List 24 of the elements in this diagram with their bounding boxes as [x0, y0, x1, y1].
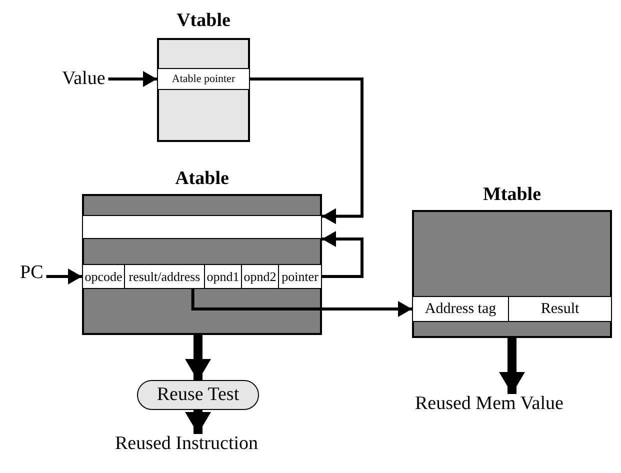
table-title: Atable: [174, 168, 230, 190]
text-label: Value: [62, 68, 106, 90]
arrow: [499, 338, 525, 394]
text-label: PC: [20, 262, 44, 284]
text-label: Reused Mem Value: [415, 393, 564, 415]
table-cell: opcode: [82, 264, 125, 289]
table-cell: Address tag: [412, 296, 509, 322]
arrow: [191, 289, 412, 317]
table-title: Mtable: [482, 184, 542, 206]
table-cell: Result: [508, 296, 612, 322]
table-row: [82, 215, 322, 239]
table-title: Vtable: [176, 10, 232, 32]
table-cell: opnd2: [241, 264, 279, 289]
table-cell: opnd1: [204, 264, 242, 289]
table-cell: Atable pointer: [157, 68, 250, 90]
arrow: [250, 78, 364, 224]
arrow: [322, 231, 364, 278]
arrow: [185, 410, 211, 434]
table-cell: result/address: [124, 264, 205, 289]
table-cell: pointer: [278, 264, 322, 289]
arrow: [108, 71, 157, 87]
text-label: Reused Instruction: [115, 433, 258, 455]
arrow: [46, 268, 82, 284]
arrow: [185, 335, 211, 381]
